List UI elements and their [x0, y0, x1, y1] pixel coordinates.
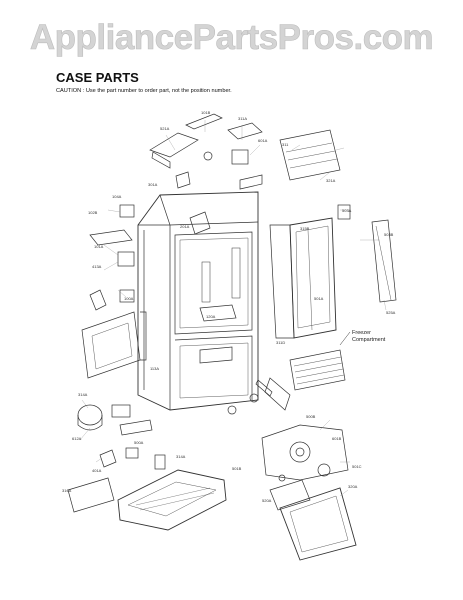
svg-text:314A: 314A — [176, 454, 186, 459]
svg-text:601B: 601B — [332, 436, 342, 441]
machine-compartment-parts — [67, 379, 273, 531]
svg-text:413A: 413A — [92, 264, 102, 269]
fan-duct-assembly — [261, 424, 357, 561]
svg-text:301A: 301A — [148, 182, 158, 187]
svg-text:612A: 612A — [72, 436, 82, 441]
svg-text:500B: 500B — [306, 414, 316, 419]
svg-text:525A: 525A — [386, 310, 396, 315]
page-title: CASE PARTS — [56, 70, 139, 85]
svg-text:101A: 101A — [94, 244, 104, 249]
svg-text:101B: 101B — [201, 110, 211, 115]
svg-text:311A: 311A — [238, 116, 247, 121]
svg-text:113A: 113A — [150, 366, 159, 371]
cabinet-body — [137, 191, 259, 411]
freezer-label-line1: Freezer — [352, 330, 371, 336]
svg-text:500A: 500A — [134, 440, 144, 445]
svg-text:520A: 520A — [262, 498, 272, 503]
svg-text:104A: 104A — [112, 194, 122, 199]
svg-text:501A: 501A — [314, 296, 324, 301]
evaporator-duct-assembly — [269, 129, 397, 339]
svg-text:102B: 102B — [88, 210, 98, 215]
svg-text:120A: 120A — [206, 314, 216, 319]
svg-text:321A: 321A — [326, 178, 336, 183]
left-side-parts — [81, 204, 147, 379]
caution-note: CAUTION : Use the part number to order p… — [56, 88, 232, 94]
svg-text:601A: 601A — [258, 138, 268, 143]
svg-text:100A: 100A — [124, 296, 134, 301]
svg-text:401A: 401A — [92, 468, 102, 473]
site-watermark: AppliancePartsPros.com — [29, 18, 434, 58]
svg-text:521A: 521A — [160, 126, 170, 131]
svg-text:316A: 316A — [62, 488, 72, 493]
svg-text:311: 311 — [282, 142, 289, 147]
svg-text:201A: 201A — [180, 224, 190, 229]
svg-text:314A: 314A — [78, 392, 88, 397]
svg-text:503A: 503A — [342, 208, 352, 213]
freezer-label-line2: Compartment — [352, 337, 386, 343]
svg-text:315B: 315B — [300, 226, 310, 231]
svg-text:501C: 501C — [352, 464, 362, 469]
svg-text:501B: 501B — [232, 466, 242, 471]
svg-text:311D: 311D — [276, 340, 285, 345]
svg-text:503B: 503B — [384, 232, 394, 237]
top-cover-parts — [149, 113, 263, 190]
position-callouts: 521A 101B 311A 601A 301A 104A 102B 101A … — [62, 110, 396, 503]
svg-text:320A: 320A — [348, 484, 358, 489]
